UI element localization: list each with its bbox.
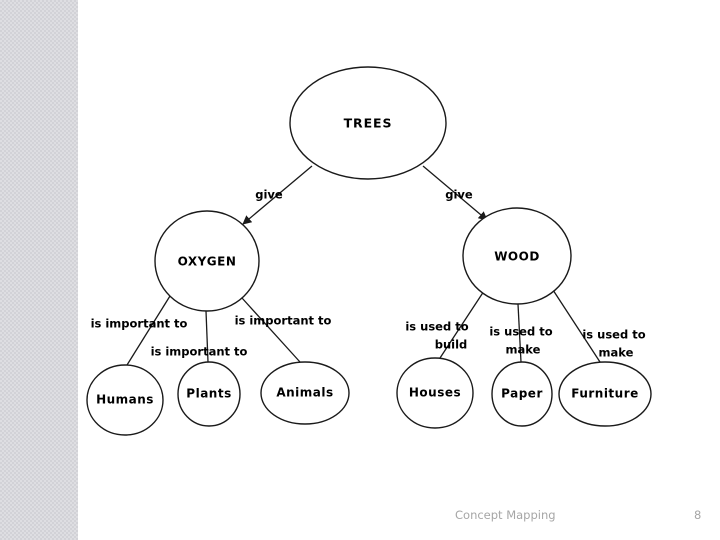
edge-wood-houses <box>439 290 485 359</box>
node-plants-label: Plants <box>186 387 231 401</box>
edge-label-wood-houses-line2: build <box>435 338 468 352</box>
node-paper[interactable] <box>491 361 553 427</box>
node-oxygen-label: OXYGEN <box>178 255 237 269</box>
edge-label-trees-wood: give <box>445 188 473 202</box>
edge-label-wood-furniture-line2: make <box>599 346 634 360</box>
edge-trees-oxygen <box>242 165 313 225</box>
node-wood-label: WOOD <box>494 250 540 264</box>
edge-trees-wood <box>422 165 488 221</box>
node-furniture[interactable] <box>558 361 652 427</box>
edge-label-trees-oxygen: give <box>255 188 283 202</box>
edge-label-oxygen-animals: is important to <box>235 314 332 328</box>
node-houses[interactable] <box>396 357 474 429</box>
footer-title: Concept Mapping <box>455 508 556 522</box>
edge-label-wood-paper-line2: make <box>506 343 541 357</box>
edge-label-wood-furniture-line1: is used to <box>582 328 645 342</box>
edge-label-oxygen-humans: is important to <box>91 317 188 331</box>
node-trees-label: TREES <box>344 116 393 131</box>
node-humans-label: Humans <box>96 393 154 407</box>
node-houses-label: Houses <box>409 386 461 400</box>
slide-side-band <box>0 0 78 540</box>
node-plants[interactable] <box>177 361 241 427</box>
node-wood[interactable] <box>462 207 572 305</box>
edge-wood-furniture <box>552 289 601 363</box>
edge-oxygen-humans <box>126 295 171 366</box>
node-trees[interactable] <box>289 66 447 180</box>
footer-page-number: 8 <box>694 508 702 522</box>
edge-label-wood-houses-line1: is used to <box>405 320 468 334</box>
slide-footer: Concept Mapping 8 <box>0 508 720 534</box>
edge-wood-paper <box>517 303 522 363</box>
edge-oxygen-animals <box>241 297 301 363</box>
node-furniture-label: Furniture <box>571 387 639 401</box>
edge-label-oxygen-plants: is important to <box>151 345 248 359</box>
node-animals-label: Animals <box>276 386 333 400</box>
node-animals[interactable] <box>260 361 350 425</box>
edge-label-wood-paper-line1: is used to <box>489 325 552 339</box>
node-oxygen[interactable] <box>154 210 260 312</box>
node-humans[interactable] <box>86 364 164 436</box>
node-paper-label: Paper <box>501 387 543 401</box>
edge-oxygen-plants <box>205 310 209 363</box>
